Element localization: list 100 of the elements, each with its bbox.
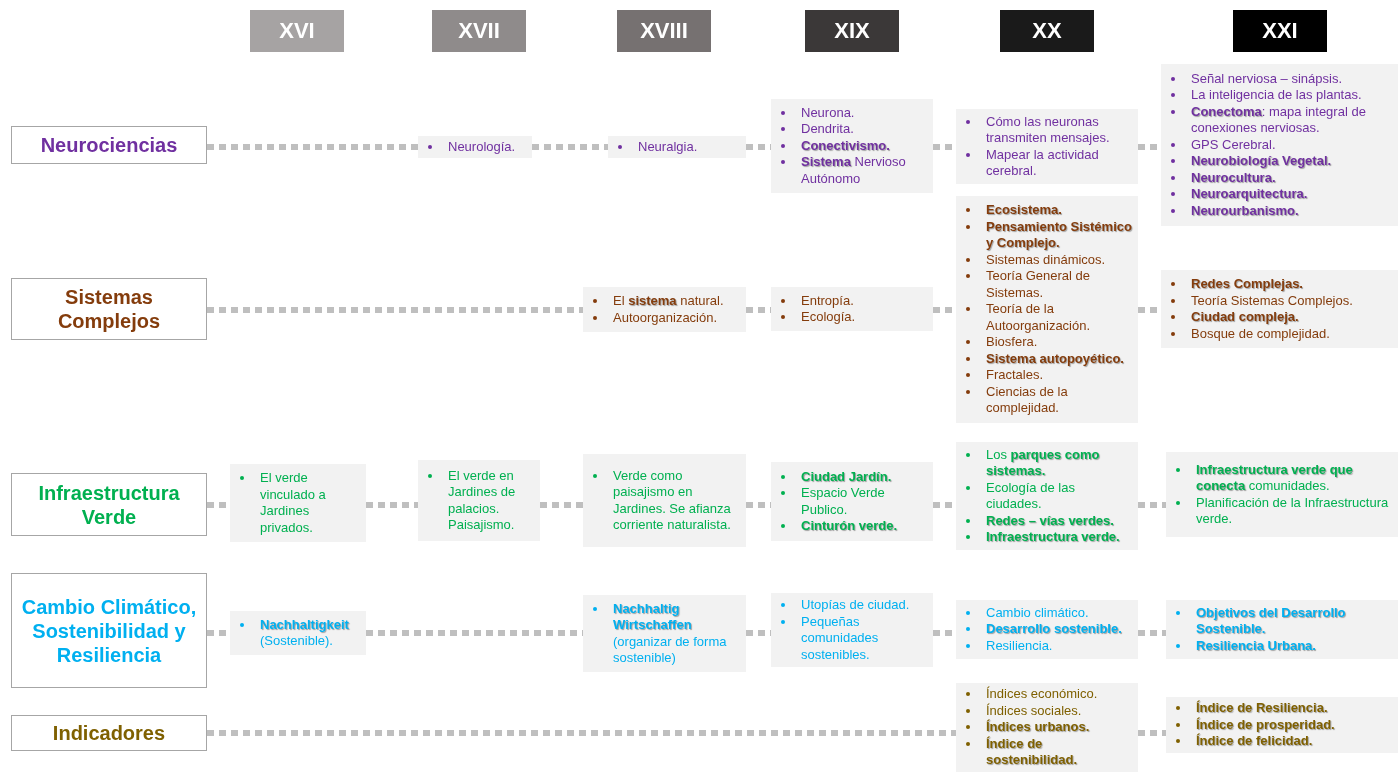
cell-card [418,136,532,158]
cell-card [956,196,1138,423]
cell-card [771,99,933,193]
bullet-text: Neurourbanismo. [1191,202,1299,218]
century-header: XVI [250,10,344,52]
bullet-text: Nachhaltig Wirtschaffen (organizar de forma sostenible) [613,600,727,665]
bullet-text: Infraestructura verde. [986,529,1120,544]
bullet-text: El verde en Jardines de palacios. Paisajismo. [448,467,516,532]
bullet-text: Dendrita. [801,121,854,137]
cell-card [608,136,746,158]
cell-card [1161,270,1398,348]
bullet-text: Objetivos del Desarrollo Sostenible. [1196,604,1346,637]
bullet-text: Bosque de complejidad. [1191,325,1330,341]
cell-card [230,611,366,655]
row-header: Indicadores [11,715,207,751]
bullet-text: Índice de prosperidad. [1196,716,1335,732]
bullet-text: GPS Cerebral. [1191,136,1276,152]
bullet-text: Sistema autopoyético. [986,350,1124,366]
bullet-text: El verde vinculado a Jardines privados. [260,470,326,535]
bullet-text: Resiliencia. [986,637,1053,653]
bullet-text: Cómo las neuronas transmiten mensajes. [986,113,1110,145]
cell-card [771,593,933,667]
bullet-text: Pequeñas comunidades sostenibles. [801,613,879,662]
bullet-text: Índice de sostenibilidad. [986,735,1077,768]
cell-card [956,600,1138,659]
bullet-text: Espacio Verde Publico. [801,485,885,517]
bullet-text: Neurología. [448,138,516,154]
century-header: XXI [1233,10,1327,52]
bullet-text: Ecología. [801,309,856,324]
row-header: Infraestructura Verde [11,473,207,536]
bullet-text: Utopías de ciudad. [801,597,910,612]
dotted-connector [1138,730,1166,736]
dotted-connector [746,630,771,636]
bullet-text: Conectivismo. [801,137,890,153]
bullet-text: Ciudad Jardín. [801,468,892,484]
dotted-connector [1138,630,1166,636]
dotted-connector [366,630,583,636]
bullet-text: Ciencias de la complejidad. [986,383,1068,416]
cell-card [230,464,366,542]
cell-card [771,287,933,331]
bullet-text: El sistema natural. [613,293,724,308]
bullet-text: Redes – vías verdes. [986,512,1114,528]
bullet-text: Planificación de la Infraestructura verde. [1196,494,1389,526]
bullet-text: Sistemas dinámicos. [986,251,1106,267]
cell-card [418,460,540,541]
cell-card [771,462,933,541]
bullet-text: Índices económico. [986,686,1098,702]
bullet-text: Índice de felicidad. [1196,733,1313,749]
dotted-connector [746,502,771,508]
bullet-text: Neurona. [801,104,855,120]
bullet-text: Teoría Sistemas Complejos. [1191,292,1353,308]
bullet-text: Autoorganización. [613,309,718,325]
bullet-text: Teoría de la Autoorganización. [986,301,1091,333]
bullet-text: Señal nerviosa – sinápsis. [1191,70,1343,86]
bullet-text: Ecología de las ciudades. [986,479,1075,511]
dotted-connector [366,502,418,508]
dotted-connector [746,307,771,313]
century-header: XX [1000,10,1094,52]
bullet-text: Infraestructura verde que conecta comunidades. [1196,461,1353,493]
bullet-text: La inteligencia de las plantas. [1191,87,1362,103]
cell-card [1166,452,1398,537]
bullet-text: Índices sociales. [986,702,1082,718]
bullet-text: Nachhaltigkeit (Sostenible). [260,616,349,648]
cell-card [1166,600,1398,659]
bullet-text: Resiliencia Urbana. [1196,637,1316,653]
row-header: Sistemas Complejos [11,278,207,340]
cell-card [583,287,746,332]
century-header: XIX [805,10,899,52]
bullet-text: Verde como paisajismo en Jardines. Se afianza corriente naturalista. [613,467,731,532]
dotted-connector [207,144,418,150]
bullet-text: Neurocultura. [1191,169,1276,185]
bullet-text: Pensamiento Sistémico y Complejo. [986,218,1132,251]
bullet-text: Cambio climático. [986,604,1089,620]
bullet-text: Índice de Resiliencia. [1196,700,1328,716]
bullet-text: Los parques como sistemas. [986,446,1100,478]
dotted-connector [207,730,956,736]
cell-card [956,442,1138,550]
cell-card [583,454,746,547]
bullet-text: Biosfera. [986,334,1038,350]
dotted-connector [746,144,771,150]
cell-card [1166,697,1398,753]
row-header: Neurociencias [11,126,207,164]
bullet-text: Ciudad compleja. [1191,309,1299,324]
bullet-text: Conectoma: mapa integral de conexiones nerviosas. [1191,103,1366,136]
dotted-connector [1138,502,1166,508]
bullet-text: Ecosistema. [986,202,1062,218]
bullet-text: Índices urbanos. [986,719,1090,735]
dotted-connector [540,502,583,508]
century-header: XVII [432,10,526,52]
bullet-text: Neuroarquitectura. [1191,186,1308,202]
bullet-text: Cinturón verde. [801,518,898,533]
dotted-connector [207,307,583,313]
dotted-connector [532,144,608,150]
bullet-text: Neuralgia. [638,138,698,154]
cell-card [1161,64,1398,226]
bullet-text: Desarrollo sostenible. [986,621,1122,637]
cell-card [956,109,1138,184]
cell-card [583,595,746,672]
bullet-text: Entropía. [801,292,854,308]
row-header: Cambio Climático, Sostenibilidad y Resiliencia [11,573,207,688]
